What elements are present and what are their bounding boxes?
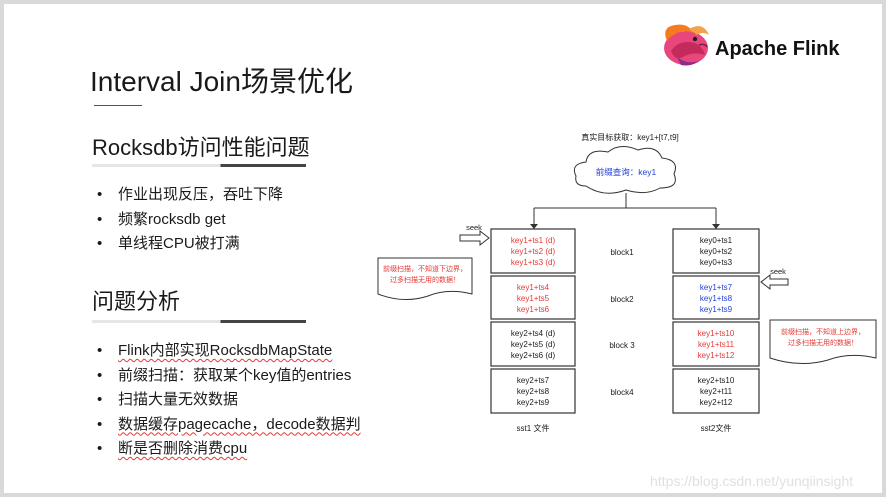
seek-label-left: seek bbox=[466, 223, 482, 232]
watermark: https://blog.csdn.net/yunqiinsight bbox=[650, 473, 854, 489]
sst2-entry: key0+ts2 bbox=[700, 247, 733, 256]
list-item: 单线程CPU被打满 bbox=[92, 232, 283, 257]
sst1-entry: key2+ts7 bbox=[517, 376, 550, 385]
seek-label-right: seek bbox=[770, 267, 786, 276]
seek-arrow-left-icon bbox=[760, 273, 789, 291]
block-label: block 3 bbox=[609, 341, 635, 350]
left-note-box bbox=[377, 257, 473, 300]
sst2-entry: key1+ts11 bbox=[698, 340, 735, 349]
block-label: block2 bbox=[610, 295, 634, 304]
list-item: 数据缓存pagecache，decode数据判 bbox=[92, 413, 361, 438]
block-label: block4 bbox=[610, 388, 634, 397]
section-divider bbox=[92, 320, 306, 323]
sst1-entry: key1+ts3 (d) bbox=[511, 258, 556, 267]
sst1-entry: key1+ts1 (d) bbox=[511, 236, 556, 245]
sst2-entry: key1+ts10 bbox=[698, 329, 735, 338]
target-label: 真实目标获取：key1+[t7,t9] bbox=[581, 132, 679, 142]
sst2-entry: key0+ts1 bbox=[700, 236, 733, 245]
performance-bullet-list: 作业出现反压，吞吐下降 频繁rocksdb get 单线程CPU被打满 bbox=[92, 183, 283, 257]
list-item: 频繁rocksdb get bbox=[92, 208, 283, 233]
right-note-line1: 前缀扫描，不知道上边界， bbox=[781, 327, 865, 336]
sst2-file-label: sst2文件 bbox=[701, 423, 732, 433]
sst2-entry: key2+ts10 bbox=[698, 376, 735, 385]
sst1-entry: key2+ts9 bbox=[517, 398, 550, 407]
block-label: block1 bbox=[610, 248, 634, 257]
list-item: 前缀扫描：获取某个key值的entries bbox=[92, 364, 361, 389]
sst1-entry: key2+ts5 (d) bbox=[511, 340, 556, 349]
page-title: Interval Join场景优化 bbox=[90, 66, 353, 97]
slide: Apache Flink Interval Join场景优化 Rocksdb访问… bbox=[4, 4, 882, 493]
sst1-entry: key2+ts8 bbox=[517, 387, 550, 396]
sst1-entry: key1+ts5 bbox=[517, 294, 550, 303]
sst2-entry: key1+ts12 bbox=[698, 351, 735, 360]
sst2-entry: key2+t12 bbox=[700, 398, 733, 407]
section-divider bbox=[92, 164, 306, 167]
brand-name: Apache Flink bbox=[715, 38, 840, 60]
list-item: 扫描大量无效数据 bbox=[92, 388, 361, 413]
sst1-file-label: sst1 文件 bbox=[517, 423, 550, 433]
connector-lines bbox=[533, 193, 717, 226]
right-note-line2: 过多扫描无用的数据！ bbox=[788, 338, 858, 347]
left-note-line2: 过多扫描无用的数据！ bbox=[390, 275, 460, 284]
seek-arrow-right-icon bbox=[459, 229, 490, 247]
sst1-entry: key1+ts6 bbox=[517, 305, 550, 314]
sst1-column bbox=[490, 228, 576, 414]
sst1-entry: key1+ts2 (d) bbox=[511, 247, 556, 256]
sst2-entry: key1+ts8 bbox=[700, 294, 733, 303]
sst1-entry: key2+ts6 (d) bbox=[511, 351, 556, 360]
cloud-label: 前缀查询：key1 bbox=[596, 167, 657, 177]
title-underline bbox=[94, 105, 142, 106]
flink-squirrel-icon bbox=[659, 21, 711, 72]
cloud-shape bbox=[573, 146, 676, 194]
sst2-entry: key2+t11 bbox=[700, 387, 733, 396]
list-item: 断是否删除消费cpu bbox=[92, 437, 361, 462]
right-note-box bbox=[769, 319, 877, 364]
section-heading-analysis: 问题分析 bbox=[92, 289, 181, 314]
rocksdb-scan-diagram: 真实目标获取：key1+[t7,t9] 前缀查询：key1 bbox=[368, 130, 882, 443]
list-item: 作业出现反压，吞吐下降 bbox=[92, 183, 283, 208]
analysis-bullet-list: Flink内部实现RocksdbMapState 前缀扫描：获取某个key值的e… bbox=[92, 339, 361, 462]
section-heading-performance: Rocksdb访问性能问题 bbox=[92, 135, 310, 160]
sst2-entry: key1+ts9 bbox=[700, 305, 733, 314]
sst1-entry: key2+ts4 (d) bbox=[511, 329, 556, 338]
list-item: Flink内部实现RocksdbMapState bbox=[92, 339, 361, 364]
connector-arrowheads bbox=[530, 224, 720, 229]
left-note-line1: 前缀扫描，不知道下边界， bbox=[383, 264, 467, 273]
sst2-column bbox=[672, 228, 760, 414]
sst2-entry: key1+ts7 bbox=[700, 283, 733, 292]
sst2-entry: key0+ts3 bbox=[700, 258, 733, 267]
sst1-entry: key1+ts4 bbox=[517, 283, 550, 292]
